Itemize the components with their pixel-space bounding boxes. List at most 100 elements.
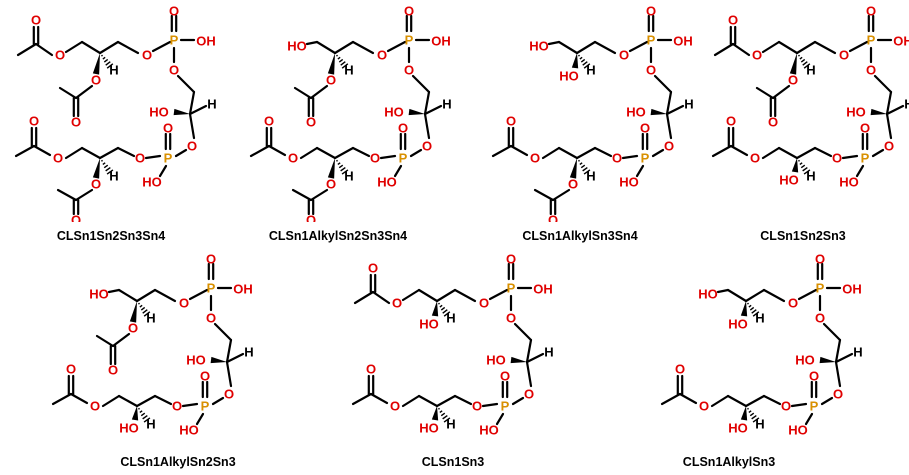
phosphate1-hydroxyl: OH — [533, 282, 553, 297]
phosphate2-bond — [481, 402, 499, 408]
central-glycerol-bond — [653, 74, 673, 94]
glycerol2-bond — [575, 146, 597, 160]
glycerol1-bond — [453, 288, 477, 303]
phosphate2-hydroxyl: HO — [142, 175, 162, 190]
central-hydrogen: H — [904, 97, 909, 112]
molecule-caption-7: CLSn1AlkylSn3 — [682, 455, 776, 469]
sn4-carbonyl-oxygen: O — [548, 213, 558, 223]
central-glycerol-bond — [834, 338, 842, 364]
sn4-wedge-bond — [327, 158, 335, 179]
glycerol1-bond — [80, 40, 102, 55]
phosphate2-oh-bond — [804, 412, 814, 426]
phosphate1-oxo-oxygen: O — [404, 4, 414, 19]
phosphate1-bond — [628, 40, 649, 53]
glycerol2-hydrogen: H — [755, 417, 764, 432]
phosphate1-ester-oxygen: O — [646, 63, 656, 78]
sn3-ester-oxygen: O — [750, 151, 760, 166]
phosphate2-oxo-oxygen: O — [809, 369, 819, 384]
sn2-acetyl-methyl-bond — [95, 334, 115, 348]
glycerol2-bond — [795, 146, 817, 160]
glycerol1-hydrogen: H — [806, 63, 815, 78]
glycerol2-stereo-hash — [798, 159, 811, 175]
glycerol1-hydrogen: H — [446, 311, 455, 326]
glycerol1-bond — [351, 40, 375, 55]
sn3-acetyl-methyl-bond — [491, 144, 513, 158]
sn2-hydroxyl: HO — [559, 69, 579, 84]
phosphate2-upper-oxygen: O — [224, 387, 234, 402]
sn2-carbonyl-oxygen: O — [71, 115, 81, 130]
phosphate1-phosphorus: P — [507, 281, 516, 296]
phosphate2-phosphorus: P — [641, 151, 650, 166]
phosphate2-phosphorus: P — [399, 151, 408, 166]
central-h-bond — [885, 104, 905, 116]
phosphate2-upper-oxygen: O — [187, 139, 197, 154]
glycerol2-hydrogen: H — [344, 169, 353, 184]
phosphate2-upper-oxygen: O — [884, 139, 894, 154]
glycerol2-bond — [710, 394, 730, 408]
sn1-o-ch2-bond — [64, 40, 84, 54]
glycerol2-bond — [761, 146, 781, 160]
sn4-ester-oxygen: O — [91, 177, 101, 192]
sn4-wedge-bond — [431, 406, 439, 421]
sn3-carbonyl-oxygen: O — [264, 114, 274, 129]
phosphate2-hydroxyl: HO — [377, 175, 397, 190]
sn4-hydroxyl: HO — [119, 421, 139, 436]
phosphate1-phosphorus: P — [867, 33, 876, 48]
glycerol1-bond — [333, 40, 355, 55]
sn3-carbonyl-oxygen: O — [66, 362, 76, 377]
glycerol1-stereo-hash — [138, 302, 151, 317]
phosphate1-phosphorus: P — [170, 33, 179, 48]
glycerol1-hydrogen: H — [344, 63, 353, 78]
sn4-acetyl-methyl-bond — [291, 188, 313, 202]
sn1-acetyl-ester-bond — [34, 42, 54, 57]
phosphate2-phosphorus: P — [201, 399, 210, 414]
sn2-wedge-bond — [129, 301, 137, 323]
central-glycerol-bond — [665, 90, 673, 116]
glycerol2-hydrogen: H — [109, 169, 118, 184]
glycerol1-bond — [575, 40, 597, 55]
sn3-carbonyl-oxygen: O — [675, 362, 685, 377]
sn1-acetyl-ester-bond — [731, 42, 751, 57]
sn4-hydroxyl: HO — [728, 421, 748, 436]
sn4-wedge-bond — [131, 406, 139, 421]
sn1-o-ch2-bond — [305, 40, 319, 46]
sn3-acetyl-methyl-bond — [249, 144, 271, 158]
central-glycerol-bond — [423, 90, 431, 116]
molecule-panel-4: OOOHOOPOOHOHOHOPOHOOOOHHO — [697, 0, 909, 227]
phosphate2-oxo-oxygen: O — [163, 121, 173, 136]
sn4-wedge-bond — [569, 158, 577, 179]
phosphate2-bond — [593, 146, 613, 158]
glycerol1-bond — [98, 40, 120, 55]
phosphate2-hydroxyl: HO — [619, 175, 639, 190]
glycerol1-bond — [417, 288, 439, 303]
phosphate2-bridge-oxygen: O — [612, 151, 622, 166]
phosphate1-oxo-oxygen: O — [646, 4, 656, 19]
glycerol2-hydrogen: H — [586, 169, 595, 184]
sn4-ester-oxygen: O — [326, 177, 336, 192]
phosphate2-bond — [621, 154, 639, 160]
central-hydroxyl: HO — [795, 353, 815, 368]
central-glycerol-bond — [525, 338, 533, 364]
phosphate2-phosphorus: P — [861, 151, 870, 166]
central-glycerol-bond — [411, 74, 431, 94]
glycerol1-bond — [744, 288, 766, 303]
central-hydroxyl: HO — [149, 105, 169, 120]
sn2-acetyl-ester-bond — [111, 332, 131, 348]
sn3-carbonyl-oxygen: O — [506, 114, 516, 129]
phosphate1-hydroxyl: OH — [842, 282, 862, 297]
glycerol2-bond — [135, 394, 157, 408]
phosphate2-bond — [409, 148, 423, 158]
sn2-acetyl-methyl-bond — [293, 86, 313, 100]
central-glycerol-bond — [176, 74, 196, 94]
sn1-acetyl-methyl-bond — [16, 42, 38, 57]
sn3-acetyl-ester-bond — [69, 392, 89, 405]
phosphate1-oxo-oxygen: O — [506, 252, 516, 267]
central-hydrogen: H — [207, 97, 216, 112]
phosphate1-bond — [488, 288, 509, 301]
sn2-wedge-bond — [327, 53, 335, 75]
central-wedge-bond — [173, 108, 190, 116]
